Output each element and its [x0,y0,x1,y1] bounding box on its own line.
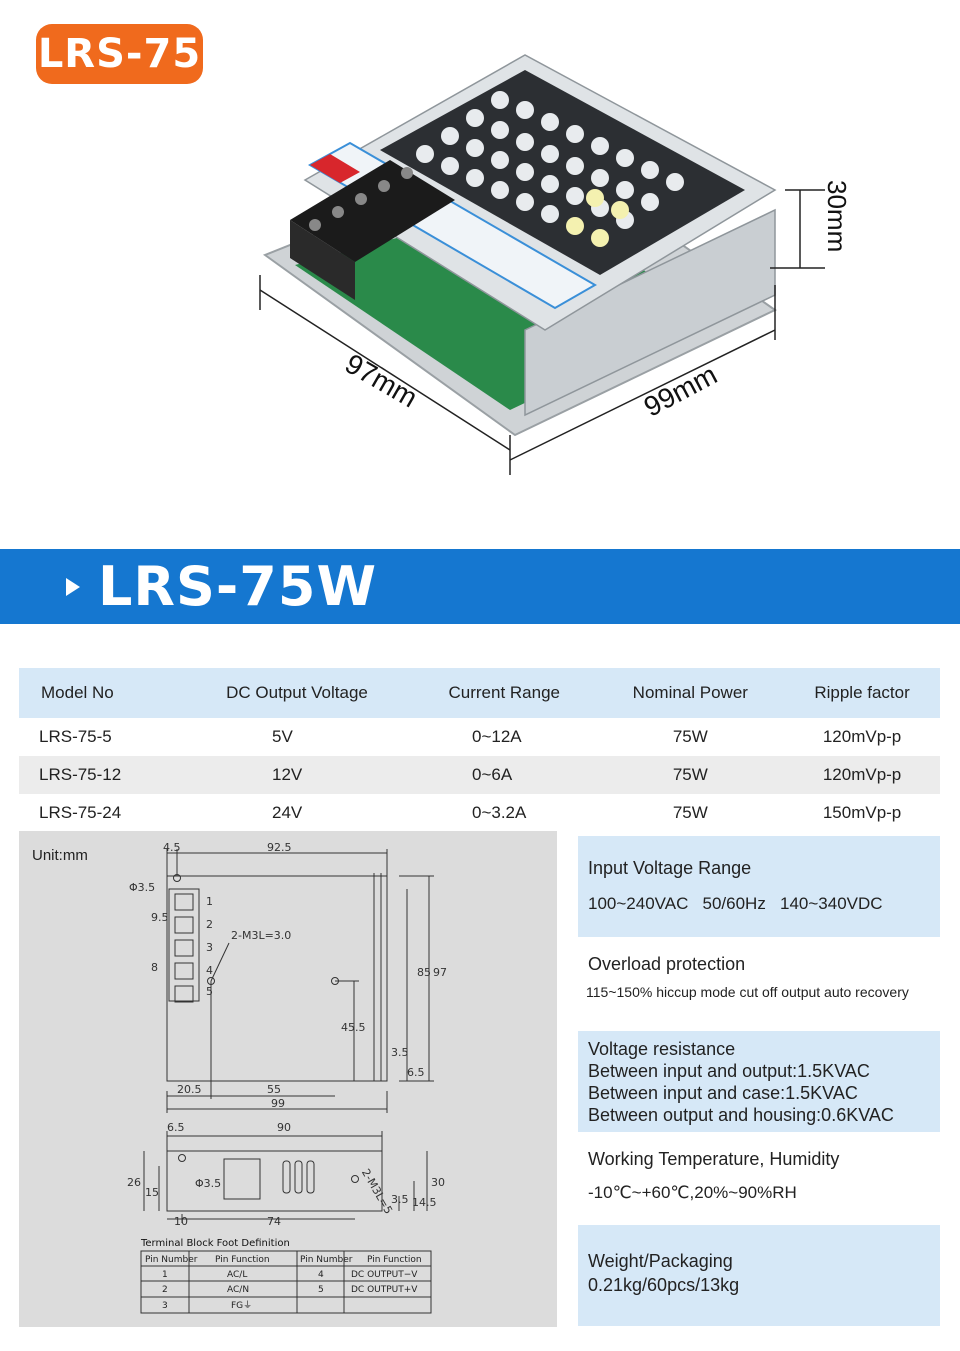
screw-note: 2-M3L=3.0 [231,929,291,942]
table-row: LRS-75-24 24V 0~3.2A 75W 150mVp-p [19,794,940,832]
voltage-resistance-title: Voltage resistance [588,1039,736,1059]
dim-10: 10 [174,1215,188,1228]
overload-box: Overload protection 115~150% hiccup mode… [578,944,940,1024]
terminal-header: Pin Function [367,1255,422,1265]
model-badge: LRS-75 [36,24,203,84]
header-power: Nominal Power [596,668,785,718]
cell: 0~6A [411,756,597,794]
cell: 0~3.2A [471,803,527,822]
pin-4: 4 [206,964,213,977]
table-row: LRS-75-5 5V 0~12A 75W 120mVp-p [19,718,940,756]
cell: 75W [596,756,785,794]
terminal-cell: FG⏚ [231,1300,252,1311]
table-header-row: Model No DC Output Voltage Current Range… [19,668,940,718]
dim-85: 85 [417,966,431,979]
terminal-header: Pin Number [300,1255,353,1265]
terminal-cell: DC OUTPUT+V [351,1285,418,1295]
terminal-cell: 5 [318,1285,324,1295]
dim-99: 99 [271,1097,285,1110]
terminal-header: Pin Function [215,1255,270,1265]
header-voltage: DC Output Voltage [182,668,412,718]
cell: LRS-75-5 [39,727,112,746]
pin-2: 2 [206,918,213,931]
dim-6-5: 6.5 [407,1066,425,1079]
dim-92-5: 92.5 [267,841,292,854]
dim-6-5-side: 6.5 [167,1121,185,1134]
overload-title: Overload protection [588,954,746,974]
header-current: Current Range [411,668,597,718]
terminal-header: Pin Number [145,1255,198,1265]
temperature-value: -10℃~+60℃,20%~90%RH [588,1183,797,1202]
cell: 5V [272,727,293,746]
section-title: LRS-75W [98,555,378,618]
terminal-cell: 1 [162,1270,168,1280]
section-banner: LRS-75W [0,549,960,624]
unit-label: Unit:mm [32,847,88,864]
dim-3-5-side: 3.5 [391,1193,409,1206]
header-ripple: Ripple factor [784,668,940,718]
dim-90: 90 [277,1121,291,1134]
voltage-resistance-line: Between output and housing:0.6KVAC [588,1105,894,1125]
screw-note-side: 2-M3L=5 [359,1167,395,1217]
terminal-cell: 4 [318,1270,324,1280]
triangle-icon [66,577,80,596]
cell: 150mVp-p [822,803,902,822]
input-voltage-value: 100~240VAC 50/60Hz 140~340VDC [588,894,883,913]
terminal-cell: AC/N [227,1285,249,1295]
cell: LRS-75-12 [19,756,182,794]
cell: 75W [672,727,708,746]
dim-phi-3-5-side: Φ3.5 [195,1177,221,1190]
pin-5: 5 [206,985,213,998]
dim-45-5: 45.5 [341,1021,366,1034]
pin-3: 3 [206,941,213,954]
temperature-title: Working Temperature, Humidity [588,1149,840,1169]
overload-value: 115~150% hiccup mode cut off output auto… [586,984,909,1000]
weight-box: Weight/Packaging 0.21kg/60pcs/13kg [578,1225,940,1326]
dim-9-5: 9.5 [151,911,169,924]
voltage-resistance-box: Voltage resistance Between input and out… [578,1031,940,1132]
table-row: LRS-75-12 12V 0~6A 75W 120mVp-p [19,756,940,794]
dim-20-5: 20.5 [177,1083,202,1096]
terminal-cell: DC OUTPUT−V [351,1270,418,1280]
weight-value: 0.21kg/60pcs/13kg [588,1275,740,1295]
dim-97: 97 [433,966,447,979]
cell: 12V [182,756,412,794]
header-model: Model No [19,668,182,718]
cell: 120mVp-p [784,756,940,794]
pin-1: 1 [206,895,213,908]
dim-55: 55 [267,1083,281,1096]
input-voltage-box: Input Voltage Range 100~240VAC 50/60Hz 1… [578,836,940,937]
mechanical-drawing: Unit:mm [19,831,557,1327]
voltage-resistance-line: Between input and output:1.5KVAC [588,1061,870,1081]
dim-3-5: 3.5 [391,1046,409,1059]
cell: 24V [272,803,303,822]
dim-74: 74 [267,1215,281,1228]
dim-4-5: 4.5 [163,841,181,854]
terminal-cell: 2 [162,1285,168,1295]
terminal-cell: AC/L [227,1270,247,1280]
cell: 0~12A [471,727,522,746]
dim-14-5: 14.5 [412,1196,437,1209]
terminal-title: Terminal Block Foot Definition [140,1238,290,1249]
input-voltage-title: Input Voltage Range [588,858,752,878]
dim-30: 30 [431,1176,445,1189]
cell: 120mVp-p [822,727,902,746]
temperature-box: Working Temperature, Humidity -10℃~+60℃,… [578,1140,940,1220]
terminal-cell: 3 [162,1301,168,1311]
cell: LRS-75-24 [39,803,122,822]
dim-phi-3-5: Φ3.5 [129,881,155,894]
voltage-resistance-line: Between input and case:1.5KVAC [588,1083,858,1103]
cell: 75W [672,803,708,822]
spec-table: Model No DC Output Voltage Current Range… [19,668,940,832]
weight-title: Weight/Packaging [588,1251,733,1271]
product-image: 97mm 99mm 30mm [259,54,852,475]
dim-15: 15 [145,1186,159,1199]
height-dimension: 30mm [822,180,852,252]
dim-26: 26 [127,1176,141,1189]
dim-8: 8 [151,961,158,974]
